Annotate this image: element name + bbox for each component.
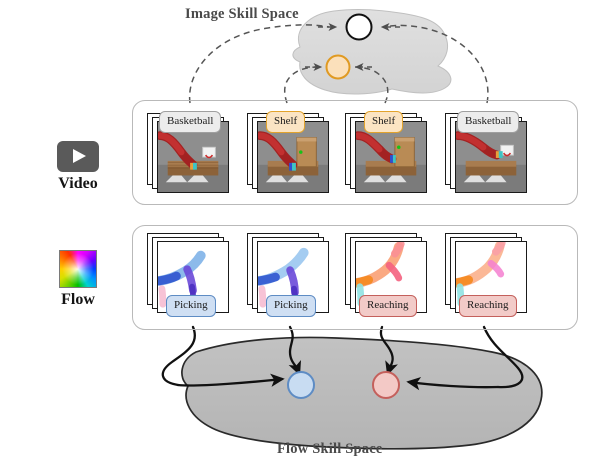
flow-label-chip[interactable]: Reaching	[459, 295, 517, 317]
dashed-link-shelf-left	[283, 66, 318, 104]
video-frame-art	[158, 122, 228, 192]
modality-video-label: Video	[58, 175, 98, 192]
video-clip-stack[interactable]: Basketball	[147, 111, 233, 195]
image-skill-space-title: Image Skill Space	[185, 6, 299, 22]
video-row-panel	[132, 100, 578, 205]
dashed-link-basketball-right	[389, 24, 489, 104]
modality-video: Video	[30, 141, 126, 193]
modality-flow: Flow	[30, 250, 126, 309]
flow-skill-space-blob	[181, 336, 543, 450]
play-icon	[57, 141, 99, 172]
modality-flow-label: Flow	[61, 291, 95, 308]
video-label-chip[interactable]: Basketball	[159, 111, 222, 133]
flow-label-chip[interactable]: Picking	[166, 295, 216, 317]
flow-row-panel	[132, 225, 578, 330]
video-frame-art	[258, 122, 328, 192]
shelf-skill-node	[325, 54, 351, 80]
solid-link-picking-left	[161, 325, 196, 387]
video-clip-stack[interactable]: Basketball	[445, 111, 531, 195]
flow-clip-stack[interactable]: Reaching	[445, 233, 531, 317]
solid-link-reaching-right	[482, 325, 524, 389]
image-skill-space-blob	[292, 9, 452, 95]
video-frame-front	[355, 121, 427, 193]
flow-skill-space-title: Flow Skill Space	[277, 441, 383, 457]
flow-clip-stack[interactable]: Picking	[247, 233, 333, 317]
reaching-skill-node	[372, 371, 400, 399]
solid-arrow-into-reaching-node-side	[406, 376, 500, 391]
video-clip-stack[interactable]: Shelf	[247, 111, 333, 195]
video-frame-front	[455, 121, 527, 193]
dashed-link-basketball-left	[188, 24, 330, 104]
picking-skill-node	[287, 371, 315, 399]
video-frame-front	[157, 121, 229, 193]
video-label-chip[interactable]: Shelf	[364, 111, 404, 133]
solid-arrow-into-picking-node-side	[176, 373, 285, 387]
flow-color-wheel-icon	[59, 250, 97, 288]
video-frame-front	[257, 121, 329, 193]
video-label-chip[interactable]: Shelf	[266, 111, 306, 133]
flow-clip-stack[interactable]: Reaching	[345, 233, 431, 317]
video-frame-art	[356, 122, 426, 192]
flow-label-chip[interactable]: Reaching	[359, 295, 417, 317]
video-label-chip[interactable]: Basketball	[457, 111, 520, 133]
basketball-skill-node	[345, 13, 373, 41]
flow-label-chip[interactable]: Picking	[266, 295, 316, 317]
video-clip-stack[interactable]: Shelf	[345, 111, 431, 195]
video-frame-art	[456, 122, 526, 192]
flow-clip-stack[interactable]: Picking	[147, 233, 233, 317]
